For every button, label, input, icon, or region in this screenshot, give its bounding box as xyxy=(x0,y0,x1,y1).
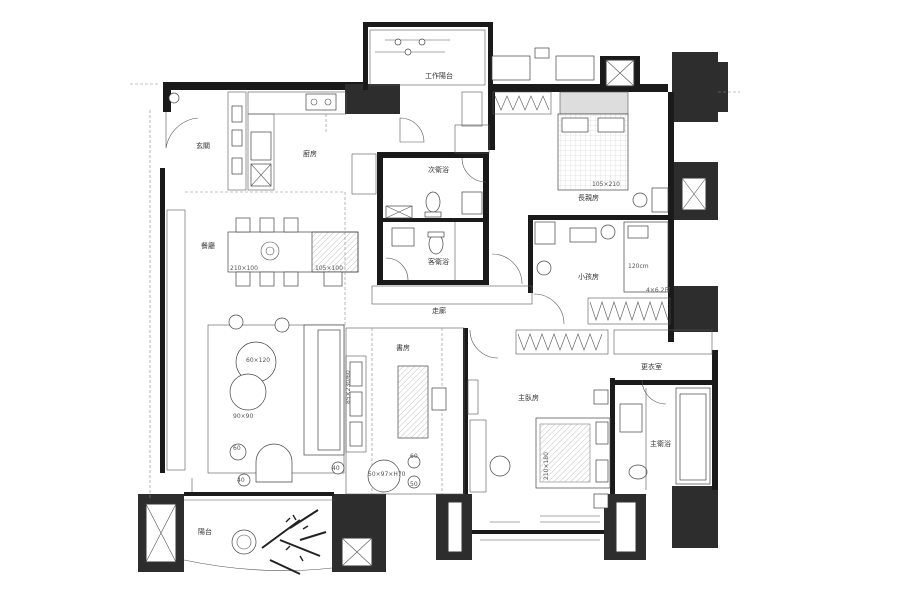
dim-stool-2: 50 xyxy=(410,481,418,488)
dim-kids-bed-width: 120cm xyxy=(628,263,649,270)
master-bath: 主衛浴 xyxy=(619,379,711,490)
balcony: 陽台 xyxy=(183,509,333,575)
master-room: 主臥房 210×180 xyxy=(469,389,611,523)
room-label-corridor: 走廊 xyxy=(432,306,446,315)
dim-master-bed: 210×180 xyxy=(543,452,550,480)
room-label-master-bath: 主衛浴 xyxy=(650,439,671,448)
room-label-master-room: 主臥房 xyxy=(518,393,539,402)
closet: 更衣室 xyxy=(515,329,713,371)
room-label-guest-bath: 客衛浴 xyxy=(428,257,449,266)
dim-side-table-1: 60 xyxy=(233,445,241,452)
common-baths: 次衛浴 客衛浴 xyxy=(385,157,487,281)
dim-coffee-table-2: 90×90 xyxy=(233,413,253,420)
study: 書房 50×97×H70 60 50 xyxy=(345,327,499,495)
work-balcony: 工作陽台 xyxy=(369,29,595,86)
dim-coffee-table-1: 60×120 xyxy=(246,357,270,364)
dim-stool-1: 60 xyxy=(410,453,418,460)
dim-side-table-3: 40 xyxy=(332,465,340,472)
dining: 餐廳 210×100 105×100 xyxy=(185,191,359,325)
room-label-kids-room: 小孩房 xyxy=(578,272,599,281)
kitchen: 廚房 xyxy=(247,91,490,195)
room-label-work-balcony: 工作陽台 xyxy=(425,71,453,80)
dim-lounge-chair: 50×97×H70 xyxy=(368,471,406,478)
room-label-closet: 更衣室 xyxy=(641,362,662,371)
entrance: 玄關 xyxy=(165,91,247,191)
room-label-study: 書房 xyxy=(396,343,410,352)
dim-kids-bed-size: 4×6.2尺 xyxy=(646,287,670,294)
corridor: 走廊 xyxy=(371,253,565,325)
room-label-dining: 餐廳 xyxy=(201,241,215,250)
dim-dining-table: 210×100 xyxy=(230,265,258,272)
room-label-balcony: 陽台 xyxy=(198,527,212,536)
dim-sofa: 85×230/60 xyxy=(345,370,352,404)
reference-lines xyxy=(130,83,740,541)
room-label-elder-room: 長親房 xyxy=(578,193,599,202)
walls xyxy=(138,22,728,572)
column-cores xyxy=(145,59,707,567)
room-label-kitchen: 廚房 xyxy=(303,149,317,158)
room-label-entrance: 玄關 xyxy=(196,141,210,150)
dim-side-table-2: 40 xyxy=(237,477,245,484)
elder-room: 105×210 長親房 xyxy=(492,91,669,213)
living: 60×120 90×90 85×230/60 60 40 40 xyxy=(191,314,352,492)
dim-elder-bed: 105×210 xyxy=(592,181,620,188)
kids-room: 小孩房 120cm 4×6.2尺 xyxy=(534,221,670,325)
dim-dining-cabinet: 105×100 xyxy=(315,265,343,272)
room-label-common-bath: 次衛浴 xyxy=(428,165,449,174)
